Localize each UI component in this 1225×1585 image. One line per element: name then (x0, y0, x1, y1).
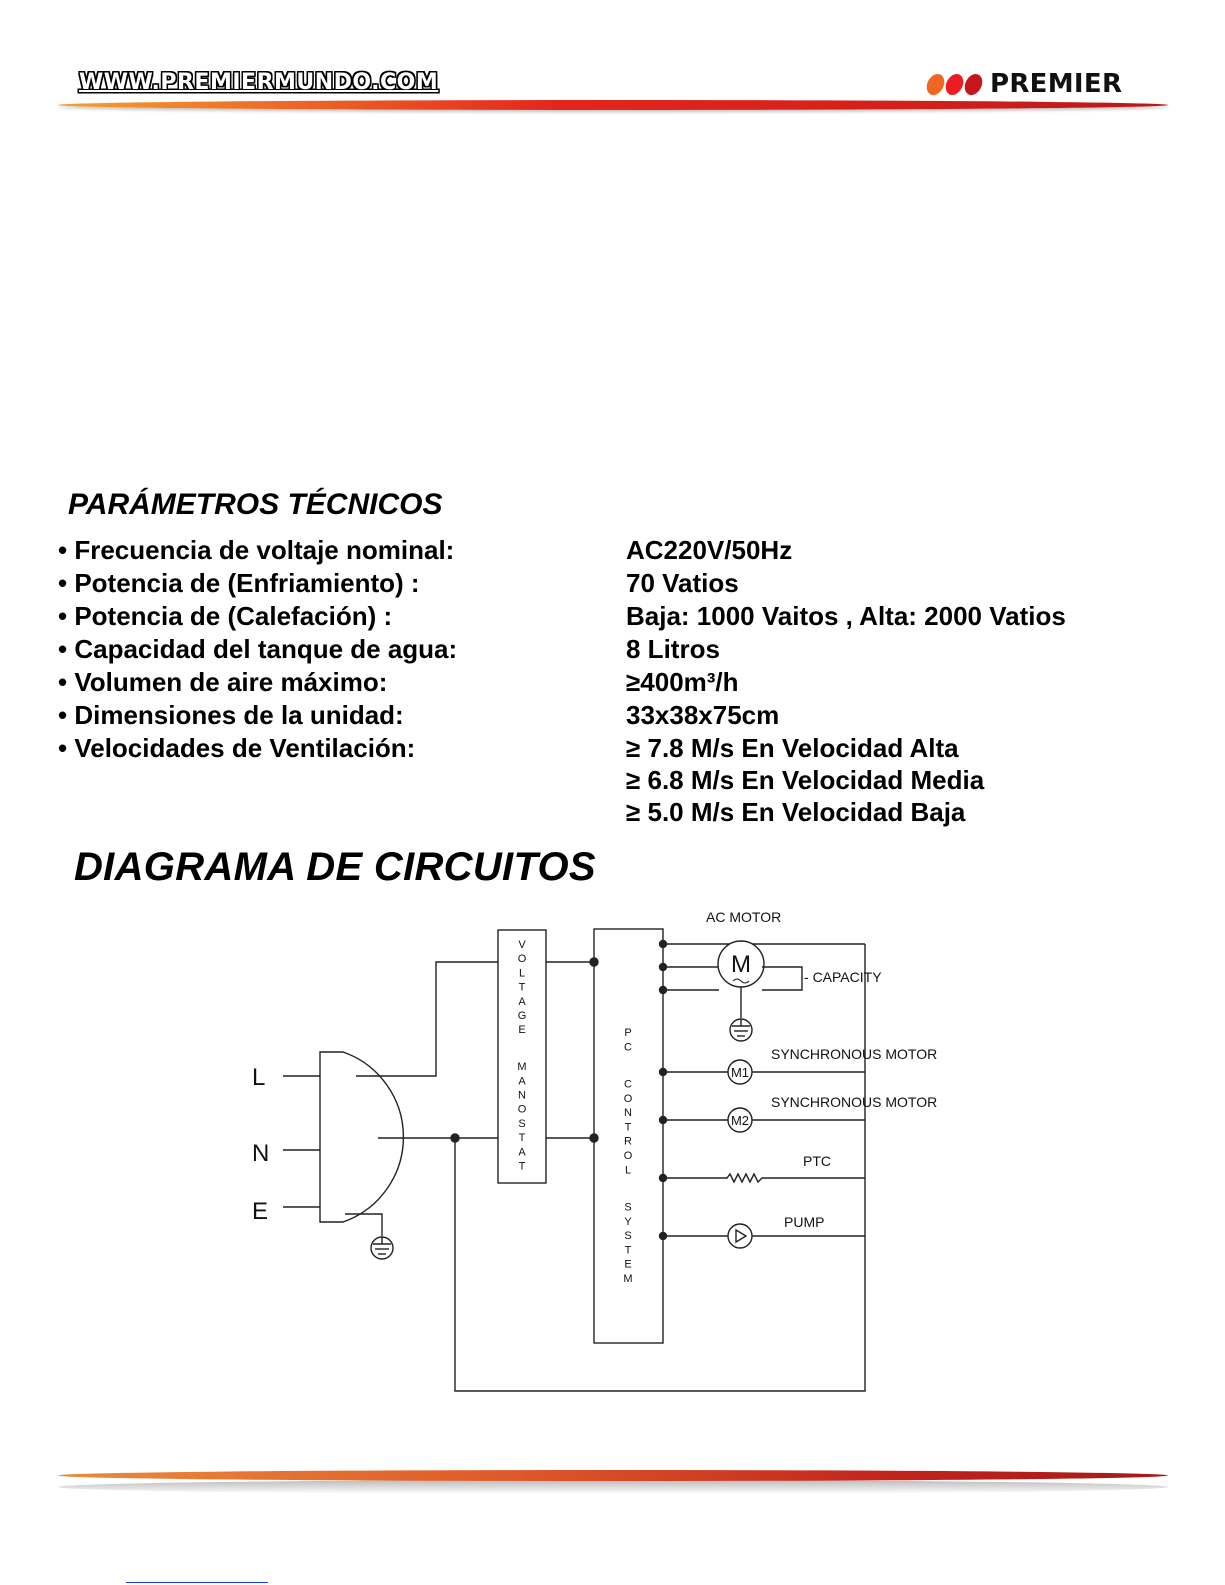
fan-speed-high: ≥ 7.8 M/s En Velocidad Alta (626, 733, 959, 763)
param-value: AC220V/50Hz (626, 535, 793, 565)
junction-dot (658, 939, 668, 949)
fan-speed-values: ≥ 7.8 M/s En Velocidad Alta ≥ 6.8 M/s En… (626, 733, 984, 829)
pump-icon (727, 1223, 753, 1249)
params-title: PARÁMETROS TÉCNICOS (68, 488, 443, 521)
footer-link-underline (126, 1582, 268, 1583)
motor-symbol: M (731, 951, 751, 978)
param-row: • Potencia de (Enfriamiento) : 70 Vatios (58, 568, 1178, 601)
param-row-fan: • Velocidades de Ventilación: ≥ 7.8 M/s … (58, 733, 1178, 827)
wire-l (356, 961, 498, 1077)
brand-name: PREMIER (990, 69, 1123, 99)
footer-shadow (58, 1480, 1168, 1494)
sync-motor-2-icon (727, 1107, 753, 1133)
fan-speed-low: ≥ 5.0 M/s En Velocidad Baja (626, 797, 966, 827)
ptc-label: PTC (803, 1153, 831, 1169)
param-value: 8 Litros (626, 634, 720, 664)
param-label: • Frecuencia de voltaje nominal: (58, 535, 455, 565)
param-row: • Frecuencia de voltaje nominal: AC220V/… (58, 535, 1178, 568)
junction-dot (658, 962, 668, 972)
param-label: • Velocidades de Ventilación: (58, 733, 416, 763)
m1-label: M1 (731, 1065, 749, 1080)
ptc-resistor-icon (663, 1172, 865, 1184)
ground-icon (729, 1018, 753, 1042)
pump-arrow-icon (735, 1228, 748, 1244)
plug-symbol (319, 1051, 405, 1223)
param-row: • Capacidad del tanque de agua: 8 Litros (58, 634, 1178, 667)
input-label-l: L (252, 1064, 265, 1091)
param-value: Baja: 1000 Vaitos , Alta: 2000 Vatios (626, 601, 1066, 631)
wire-capacitor (762, 966, 803, 991)
param-label: • Potencia de (Enfriamiento) : (58, 568, 420, 598)
header-divider-bar (58, 100, 1168, 110)
sync-motor-2-label: SYNCHRONOUS MOTOR (771, 1094, 937, 1110)
param-value: 33x38x75cm (626, 700, 780, 730)
m2-label: M2 (731, 1113, 749, 1128)
junction-dot (658, 1231, 668, 1241)
param-label: • Dimensiones de la unidad: (58, 700, 404, 730)
pump-label: PUMP (784, 1214, 824, 1230)
param-row: • Potencia de (Calefación) : Baja: 1000 … (58, 601, 1178, 634)
junction-dot (658, 1067, 668, 1077)
pc-control-system-box (593, 928, 664, 1344)
circuit-title: DIAGRAMA DE CIRCUITOS (74, 845, 596, 889)
website-url[interactable]: WWW.PREMIERMUNDO.COM (79, 70, 439, 95)
ac-motor-icon: M (717, 940, 765, 988)
sync-motor-1-label: SYNCHRONOUS MOTOR (771, 1046, 937, 1062)
param-row: • Dimensiones de la unidad: 33x38x75cm (58, 700, 1178, 733)
param-row: • Volumen de aire máximo: ≥400m³/h (58, 667, 1178, 700)
param-value: 70 Vatios (626, 568, 739, 598)
junction-dot (658, 985, 668, 995)
footer-divider-bar (58, 1470, 1168, 1481)
input-label-n: N (252, 1140, 269, 1167)
ground-icon (370, 1236, 394, 1260)
params-list: • Frecuencia de voltaje nominal: AC220V/… (58, 535, 1178, 827)
input-label-e: E (252, 1198, 268, 1225)
capacity-label: - CAPACITY (804, 969, 882, 985)
param-label: • Potencia de (Calefación) : (58, 601, 393, 631)
wire-earth (345, 1213, 383, 1236)
sync-motor-1-icon (727, 1059, 753, 1085)
junction-dot (658, 1115, 668, 1125)
param-label: • Volumen de aire máximo: (58, 667, 388, 697)
premier-logo: PREMIER (924, 69, 1123, 99)
param-value: ≥400m³/h (626, 667, 739, 697)
fan-speed-medium: ≥ 6.8 M/s En Velocidad Media (626, 765, 985, 795)
param-label: • Capacidad del tanque de agua: (58, 634, 458, 664)
ac-motor-label: AC MOTOR (706, 909, 781, 925)
wire-neutral-return (454, 944, 866, 1392)
voltage-manostat-box (497, 929, 547, 1184)
